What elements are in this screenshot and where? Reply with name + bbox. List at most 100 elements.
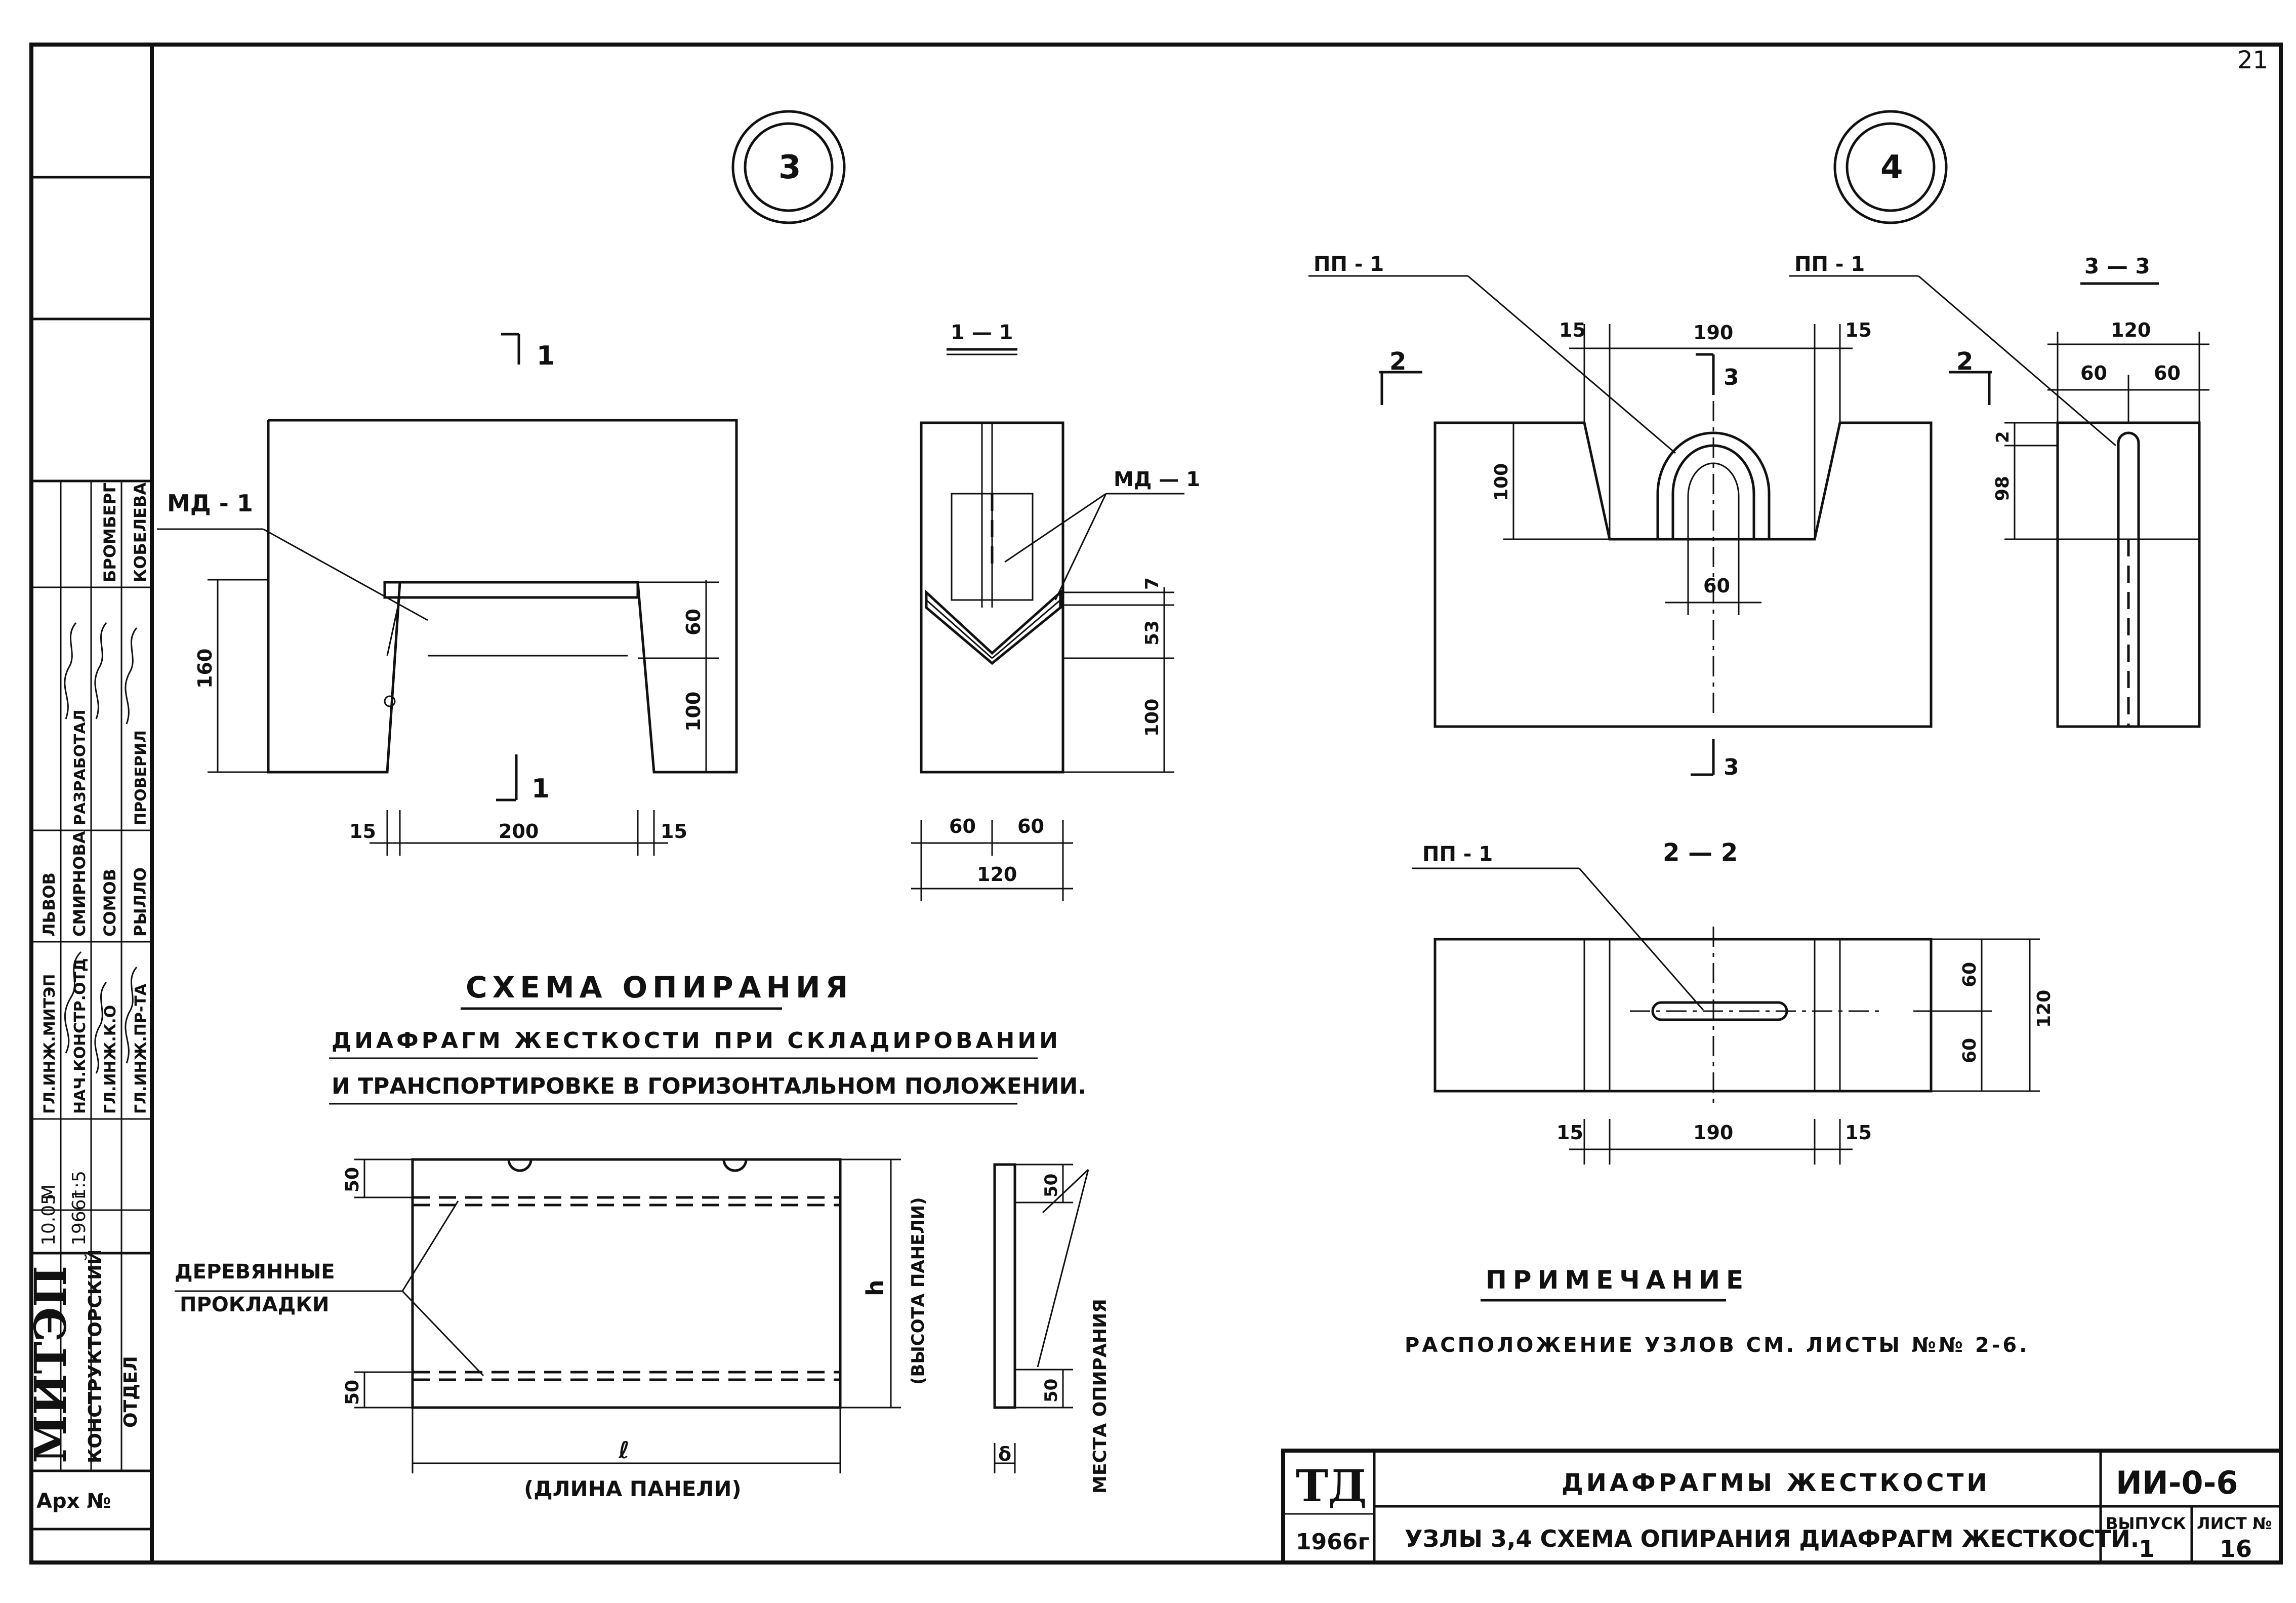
section-1-1-part-label: МД — 1	[1114, 468, 1200, 491]
section-3-3-dim-right: 60	[2154, 362, 2181, 384]
section-3-3-dim-height: 98	[1992, 476, 2013, 501]
scheme-length-symbol: ℓ	[618, 1436, 630, 1464]
node-3-marker: 3	[731, 110, 846, 224]
node-4-label: 4	[1880, 149, 1903, 186]
support-scheme: СХЕМА ОПИРАНИЯ ДИАФРАГМ ЖЕСТКОСТИ ПРИ СК…	[175, 970, 1111, 1501]
node-4-cut-mark-3b: 3	[1724, 754, 1739, 780]
scheme-line-1: ДИАФРАГМ ЖЕСТКОСТИ ПРИ СКЛАДИРОВАНИИ	[332, 1028, 1061, 1054]
section-2-2: 2 — 2 ПП - 1 60 60 120 15 190 15	[1412, 838, 2055, 1165]
stamp-role-5: РАЗРАБОТАЛ	[71, 709, 89, 825]
stamp-org: МИТЭП	[25, 1266, 76, 1463]
scheme-pads-label-1: ДЕРЕВЯННЫЕ	[175, 1260, 335, 1284]
section-1-1-dim-bottom: 100	[1142, 699, 1163, 737]
scheme-dim-top: 50	[342, 1167, 363, 1192]
title-block-year: 1966г	[1296, 1529, 1369, 1555]
scheme-height-symbol: h	[862, 1279, 889, 1296]
section-3-3-dim-left: 60	[2080, 362, 2107, 384]
title-block-org-mark: ТД	[1296, 1461, 1367, 1512]
node-4-front-view: ПП - 1 2 2 3 3 15 190 15 100 60	[1308, 253, 1992, 780]
stamp-signatures	[64, 622, 138, 1074]
scheme-line-2: И ТРАНСПОРТИРОВКЕ В ГОРИЗОНТАЛЬНОМ ПОЛОЖ…	[332, 1073, 1086, 1099]
scheme-dim-bottom: 50	[342, 1380, 363, 1405]
node-3-part-label: МД - 1	[167, 490, 253, 517]
section-2-2-dim-left: 15	[1556, 1121, 1583, 1144]
node-3-dim-left: 15	[349, 820, 376, 843]
section-3-3-title: 3 — 3	[2084, 254, 2150, 278]
node-4-dim-left: 15	[1559, 319, 1586, 341]
scheme-side-dim-bottom: 50	[1041, 1379, 1061, 1402]
stamp-name-5: БРОМБЕРГ	[100, 483, 119, 582]
node-3-cut-mark-bottom: 1	[531, 774, 550, 804]
node-3-dim-lower: 100	[682, 692, 705, 732]
stamp-dept-1: КОНСТРУКТОРСКИЙ	[85, 1250, 106, 1463]
note: ПРИМЕЧАНИЕ РАСПОЛОЖЕНИЕ УЗЛОВ СМ. ЛИСТЫ …	[1405, 1265, 2027, 1357]
node-3-front-view: 1 1 МД - 1 160 60 100 15 200 15	[157, 333, 738, 856]
section-2-2-part-label: ПП - 1	[1422, 843, 1493, 866]
title-block-series: ИИ-0-6	[2116, 1464, 2238, 1501]
stamp-name-1: ЛЬВОВ	[39, 872, 59, 937]
page-number: 21	[2237, 46, 2268, 74]
node-4-cut-mark-2r: 2	[1956, 347, 1973, 376]
stamp-scale-value: 1:5	[69, 1171, 90, 1200]
note-title: ПРИМЕЧАНИЕ	[1486, 1265, 1749, 1295]
section-3-3-dim-total: 120	[2111, 319, 2151, 341]
stamp-dept-2: ОТДЕЛ	[120, 1356, 141, 1428]
stamp-name-3: СОМОВ	[100, 869, 119, 937]
section-1-1-dim-top: 7	[1142, 577, 1163, 590]
node-4-cut-mark-3: 3	[1724, 365, 1739, 390]
scheme-support-label: МЕСТА ОПИРАНИЯ	[1090, 1299, 1111, 1494]
section-3-3-leader-label: ПП - 1	[1794, 253, 1865, 276]
section-2-2-dim-total: 120	[2034, 990, 2055, 1028]
scheme-height-label: (ВЫСОТА ПАНЕЛИ)	[908, 1197, 928, 1385]
title-block: ТД 1966г ДИАФРАГМЫ ЖЕСТКОСТИ УЗЛЫ 3,4 СХ…	[1281, 1449, 2283, 1565]
section-1-1-title: 1 — 1	[951, 321, 1013, 344]
node-3-dim-right: 15	[661, 820, 687, 843]
scheme-thickness-symbol: δ	[998, 1443, 1011, 1465]
node-4-part-label-a: ПП - 1	[1314, 253, 1384, 276]
node-3-cut-mark-top: 1	[537, 341, 555, 371]
stamp-role-1: ГЛ.ИНЖ.МИТЭП	[41, 974, 59, 1114]
section-3-3: 3 — 3 ПП - 1 120 60 60 2 98	[1789, 253, 2209, 728]
node-4-cut-mark-2: 2	[1389, 347, 1406, 376]
node-4-dim-right: 15	[1845, 319, 1872, 341]
stamp-name-6: КОБЕЛЕВА	[131, 483, 150, 582]
title-block-issue-value: 1	[2139, 1535, 2155, 1562]
stamp-scale-label: М	[38, 1184, 59, 1200]
scheme-title: СХЕМА ОПИРАНИЯ	[466, 970, 853, 1005]
scheme-side-dim-top: 50	[1041, 1174, 1061, 1197]
node-4-dim-inner: 60	[1703, 575, 1730, 597]
scheme-pads-label-2: ПРОКЛАДКИ	[180, 1293, 329, 1316]
title-block-sheet-label: ЛИСТ №	[2197, 1514, 2272, 1533]
section-2-2-dim-upper: 60	[1959, 962, 1980, 987]
stamp-date-1: 10.05	[38, 1193, 59, 1246]
title-block-title-1: ДИАФРАГМЫ ЖЕСТКОСТИ	[1562, 1469, 1990, 1497]
sheet-frame	[29, 43, 2283, 1565]
section-1-1-dim-w-right: 60	[1017, 815, 1044, 837]
section-1-1-dim-mid: 53	[1142, 620, 1163, 646]
title-block-title-2: УЗЛЫ 3,4 СХЕМА ОПИРАНИЯ ДИАФРАГМ ЖЕСТКОС…	[1405, 1525, 2139, 1552]
section-3-3-dim-top: 2	[1993, 431, 2013, 443]
section-1-1-dim-w-total: 120	[977, 863, 1017, 886]
stamp-role-6: ПРОВЕРИЛ	[132, 730, 150, 825]
stamp-name-4: РЫЛЛО	[131, 867, 150, 937]
section-2-2-dim-right: 15	[1845, 1121, 1872, 1144]
node-4-marker: 4	[1833, 110, 1948, 224]
stamp-archive: Арх №	[36, 1490, 111, 1513]
section-2-2-dim-center: 190	[1693, 1121, 1733, 1144]
stamp-name-2: СМИРНОВА	[70, 831, 89, 937]
node-3-label: 3	[778, 149, 801, 186]
title-block-sheet-value: 16	[2220, 1535, 2252, 1562]
stamp-role-3: ГЛ.ИНЖ.К.О	[102, 1005, 119, 1114]
section-2-2-title: 2 — 2	[1663, 838, 1738, 867]
scheme-length-label: (ДЛИНА ПАНЕЛИ)	[524, 1476, 742, 1501]
side-stamp: МИТЭП КОНСТРУКТОРСКИЙ ОТДЕЛ Арх № 10.05 …	[25, 176, 152, 1531]
node-3-dim-height: 160	[194, 649, 216, 689]
node-4-dim-height: 100	[1491, 463, 1512, 501]
section-1-1: 1 — 1 МД — 1 7 53 100 60 60 120	[911, 321, 1200, 901]
stamp-role-4: ГЛ.ИНЖ.ПР-ТА	[132, 983, 150, 1114]
node-3-dim-upper: 60	[682, 609, 705, 635]
section-1-1-dim-w-left: 60	[949, 815, 976, 837]
stamp-date-2: 1966г	[69, 1189, 90, 1246]
section-2-2-dim-lower: 60	[1959, 1038, 1980, 1063]
